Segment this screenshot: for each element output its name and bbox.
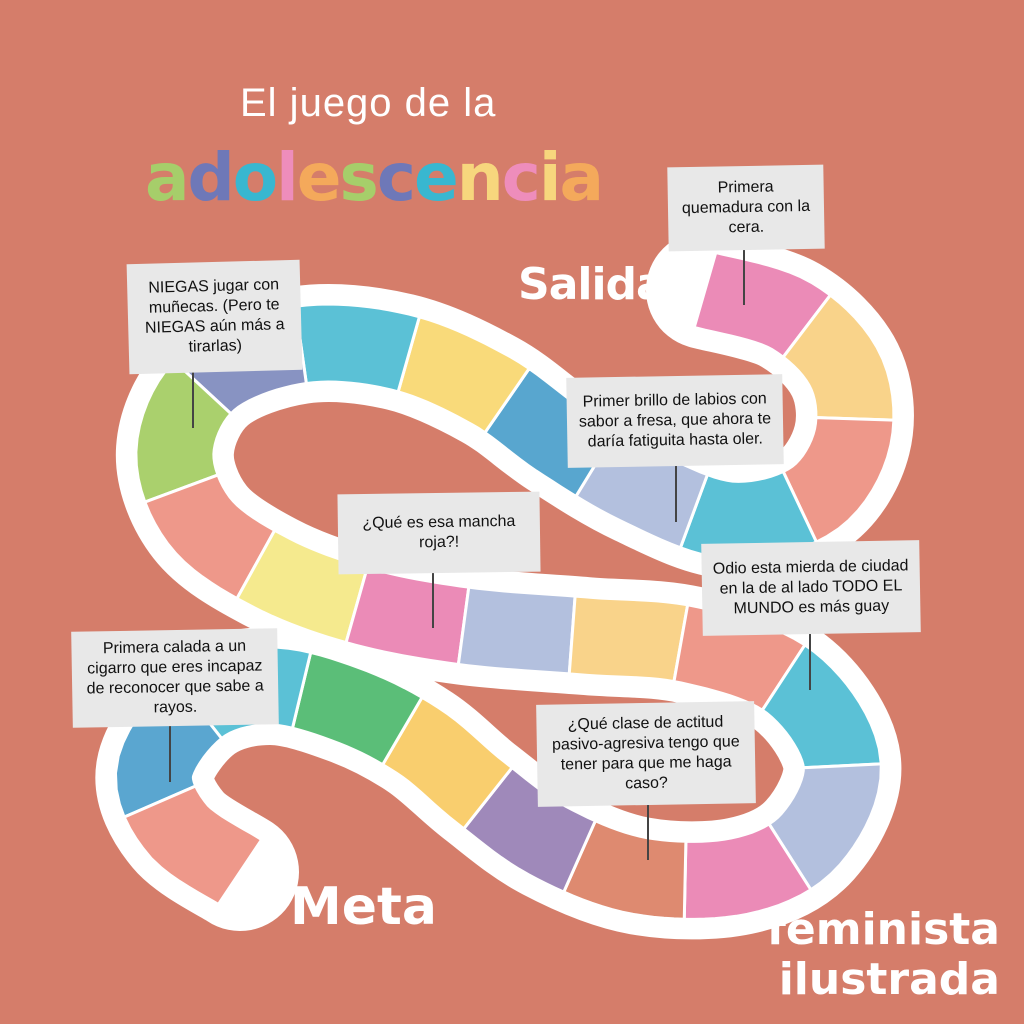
- title-letter: d: [187, 139, 235, 216]
- title-letter: c: [376, 139, 416, 216]
- brand-line2: ilustrada: [778, 954, 1000, 1005]
- callout-box: ¿Qué es esa mancha roja?!: [337, 491, 541, 575]
- board-tile: [122, 784, 264, 907]
- callout-pointer: [675, 464, 677, 522]
- callout-pointer: [192, 370, 194, 428]
- callout-box: Primer brillo de labios con sabor a fres…: [566, 374, 784, 468]
- callout-pointer: [743, 250, 745, 305]
- callout-pointer: [809, 632, 811, 690]
- finish-label: Meta: [290, 877, 437, 937]
- callout-pointer: [647, 803, 649, 860]
- title-letter: i: [538, 139, 562, 216]
- title-letter: a: [559, 139, 604, 216]
- brand-line1: feminista: [766, 904, 1000, 955]
- title-letter: o: [232, 139, 278, 216]
- callout-box: Primera quemadura con la cera.: [667, 164, 825, 252]
- board-tile: [456, 585, 577, 676]
- callout-box: NIEGAS jugar con muñecas. (Pero te NIEGA…: [126, 259, 303, 375]
- title-letter: n: [456, 139, 504, 216]
- title-line: El juego de la: [240, 81, 497, 125]
- callout-box: ¿Qué clase de actitud pasivo-agresiva te…: [536, 701, 756, 807]
- callout-box: Odio esta mierda de ciudad en la de al l…: [701, 540, 921, 636]
- brand-logo: feminista ilustrada: [767, 905, 1000, 1005]
- callout-pointer: [169, 724, 171, 782]
- board-tile: [567, 594, 690, 684]
- title-letter: c: [501, 139, 541, 216]
- board-tile: [293, 302, 422, 394]
- title-letter: a: [145, 139, 190, 216]
- title-letter: l: [276, 139, 299, 216]
- start-label: Salida: [518, 259, 666, 310]
- callout-box: Primera calada a un cigarro que eres inc…: [71, 628, 279, 728]
- title-letter: e: [296, 139, 342, 216]
- title-letter: s: [339, 139, 379, 216]
- callout-pointer: [432, 572, 434, 628]
- title-letter: e: [413, 139, 459, 216]
- title-word: adolescencia: [145, 139, 604, 216]
